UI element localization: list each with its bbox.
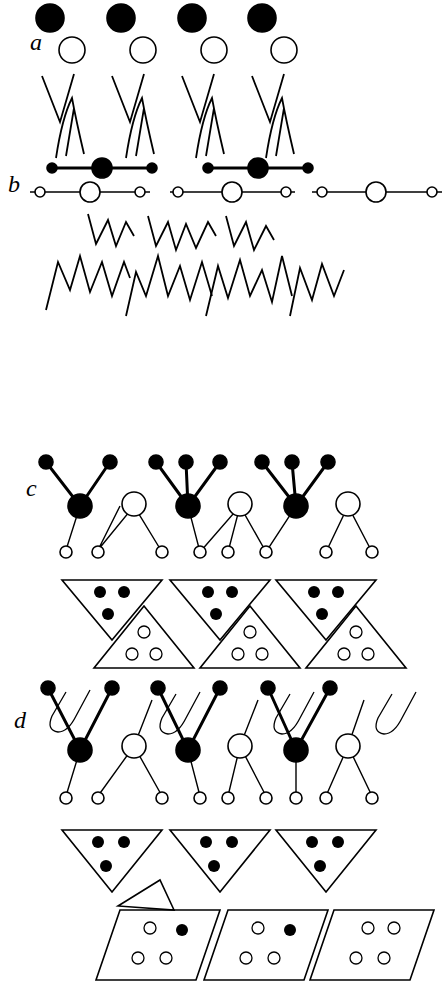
row-b-molecules bbox=[30, 158, 442, 202]
row-b-zigzags bbox=[46, 214, 344, 316]
row-c-triangles bbox=[62, 580, 406, 668]
panel-letter: d bbox=[14, 708, 26, 732]
panel-letter: c bbox=[26, 476, 37, 500]
row-a-circles bbox=[36, 4, 297, 63]
row-d-chains bbox=[41, 681, 416, 804]
row-a-chains bbox=[42, 74, 294, 158]
row-c-chains bbox=[39, 455, 378, 558]
panel-letter: b bbox=[8, 172, 20, 196]
panel-letter: a bbox=[30, 30, 42, 54]
row-d-shapes bbox=[62, 830, 434, 980]
